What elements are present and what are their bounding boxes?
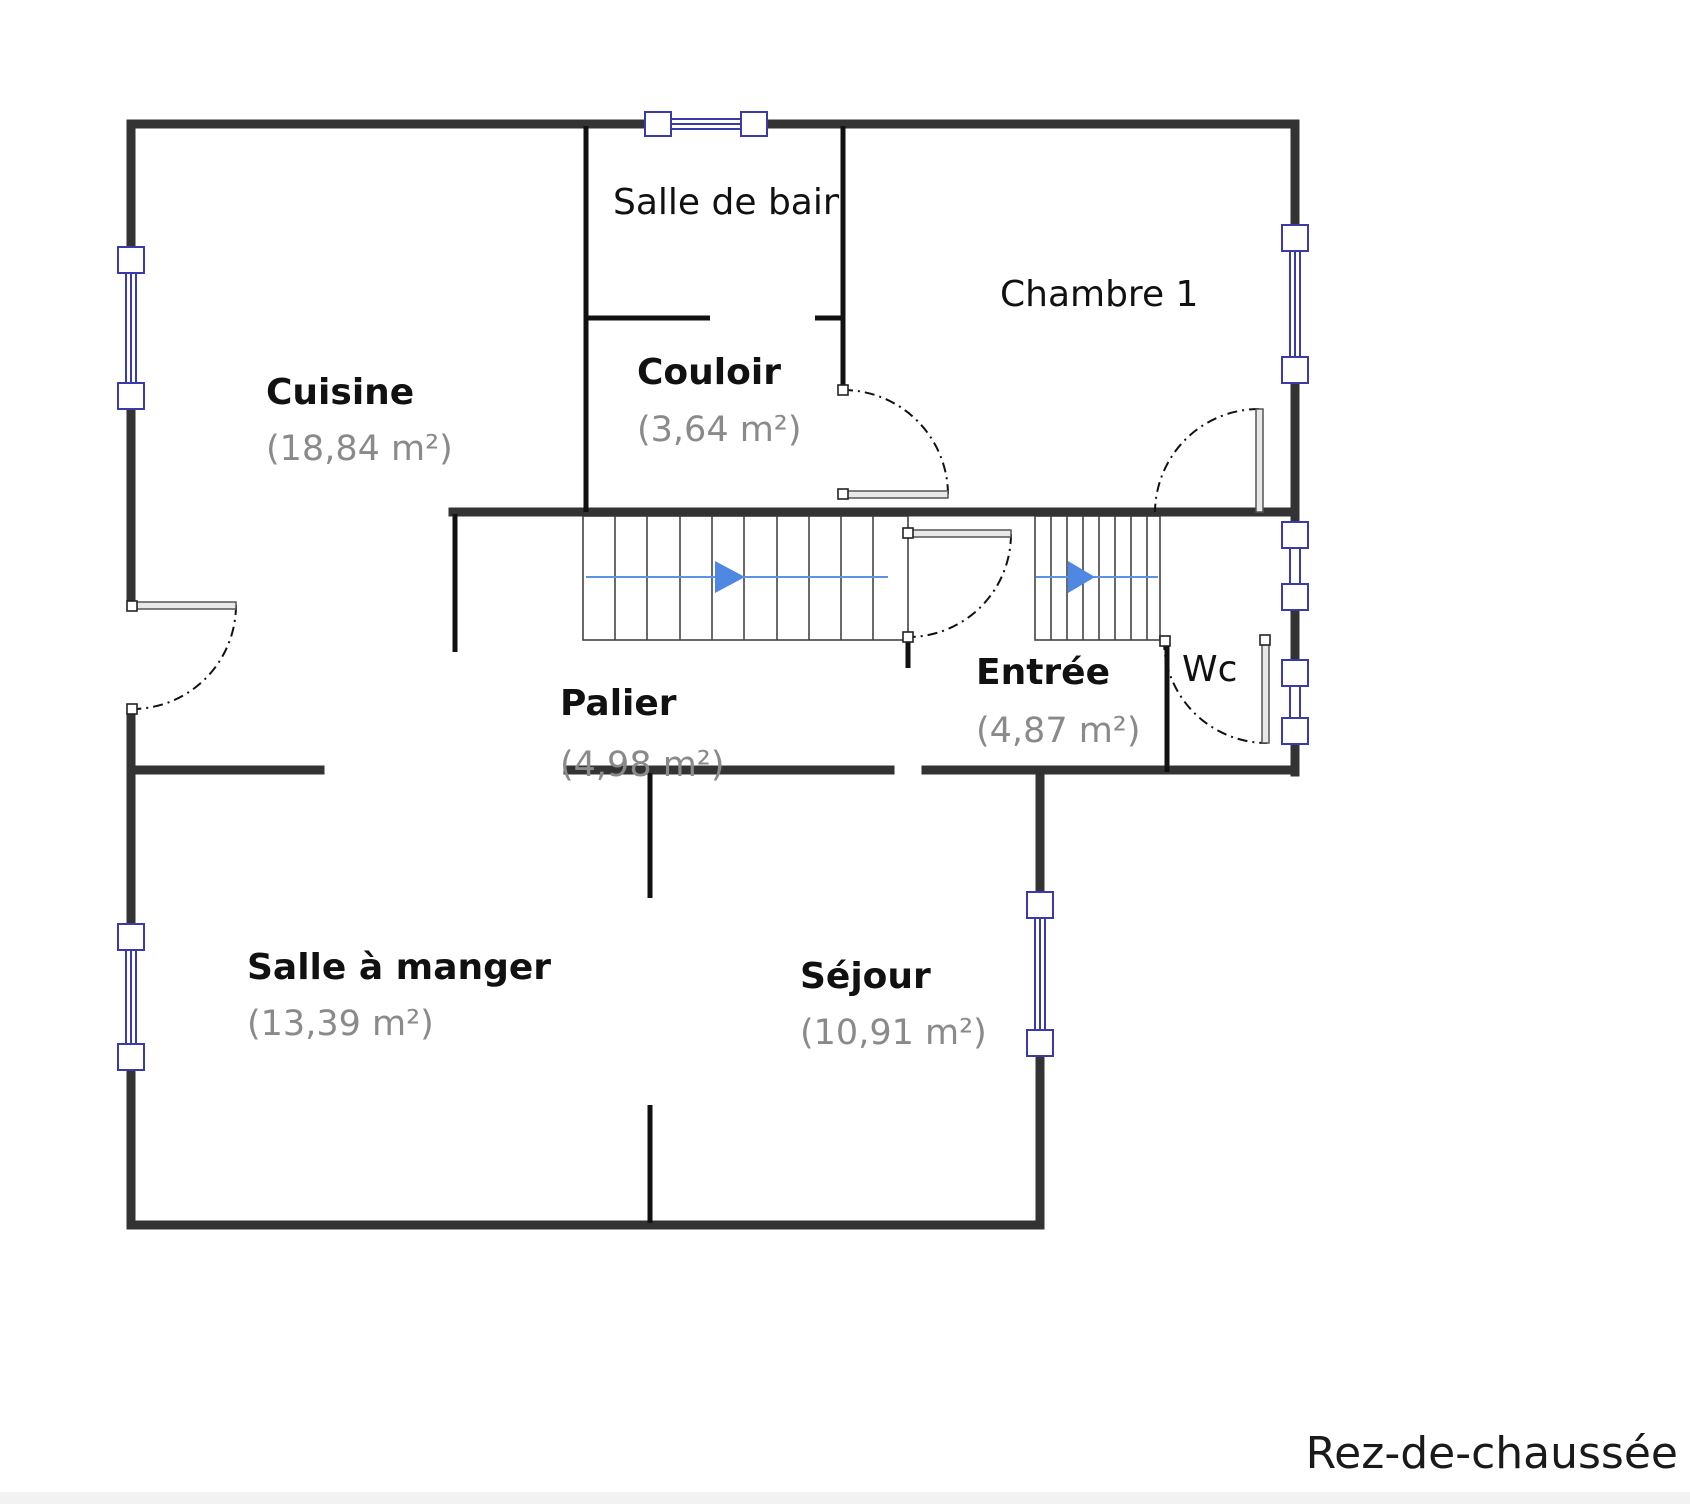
stairs-secondary-arrow bbox=[1068, 561, 1095, 593]
room-name-sejour: Séjour bbox=[800, 956, 931, 997]
floor-level-label: Rez-de-chaussée bbox=[1306, 1428, 1678, 1479]
door-stair bbox=[902, 527, 1012, 643]
room-name-cuisine: Cuisine bbox=[266, 372, 414, 413]
room-name-salle-a-manger: Salle à manger bbox=[247, 947, 551, 988]
door-cuisine bbox=[126, 600, 237, 715]
room-area-salle-a-manger: (13,39 m²) bbox=[247, 1004, 434, 1044]
room-name-chambre-1: Chambre 1 bbox=[1000, 274, 1198, 315]
window-wc bbox=[1281, 659, 1309, 745]
room-area-palier: (4,98 m²) bbox=[560, 745, 725, 785]
door-wc bbox=[1159, 634, 1271, 744]
door-chambre bbox=[1154, 408, 1264, 513]
room-area-couloir: (3,64 m²) bbox=[637, 410, 802, 450]
room-area-cuisine: (18,84 m²) bbox=[266, 429, 453, 469]
door-couloir bbox=[837, 384, 949, 500]
room-area-sejour: (10,91 m²) bbox=[800, 1013, 987, 1053]
window-entree bbox=[1281, 521, 1309, 611]
window-cuisine bbox=[117, 246, 145, 410]
room-area-entree: (4,87 m²) bbox=[976, 711, 1141, 751]
stairs-direction-arrow bbox=[715, 561, 745, 593]
footer-band bbox=[0, 1492, 1690, 1504]
room-name-entree: Entrée bbox=[976, 652, 1110, 693]
room-name-salle-de-bain: Salle de bain bbox=[613, 182, 846, 223]
window-top bbox=[644, 111, 768, 137]
stairs-secondary bbox=[1034, 515, 1161, 641]
room-name-wc: Wc bbox=[1182, 649, 1237, 690]
room-name-couloir: Couloir bbox=[637, 352, 781, 393]
stairs-main bbox=[582, 515, 909, 641]
interior-walls bbox=[452, 126, 1170, 1223]
window-sejour bbox=[1026, 891, 1054, 1057]
window-salle-a-manger bbox=[117, 923, 145, 1071]
room-name-palier: Palier bbox=[560, 683, 677, 724]
window-chambre bbox=[1281, 224, 1309, 384]
